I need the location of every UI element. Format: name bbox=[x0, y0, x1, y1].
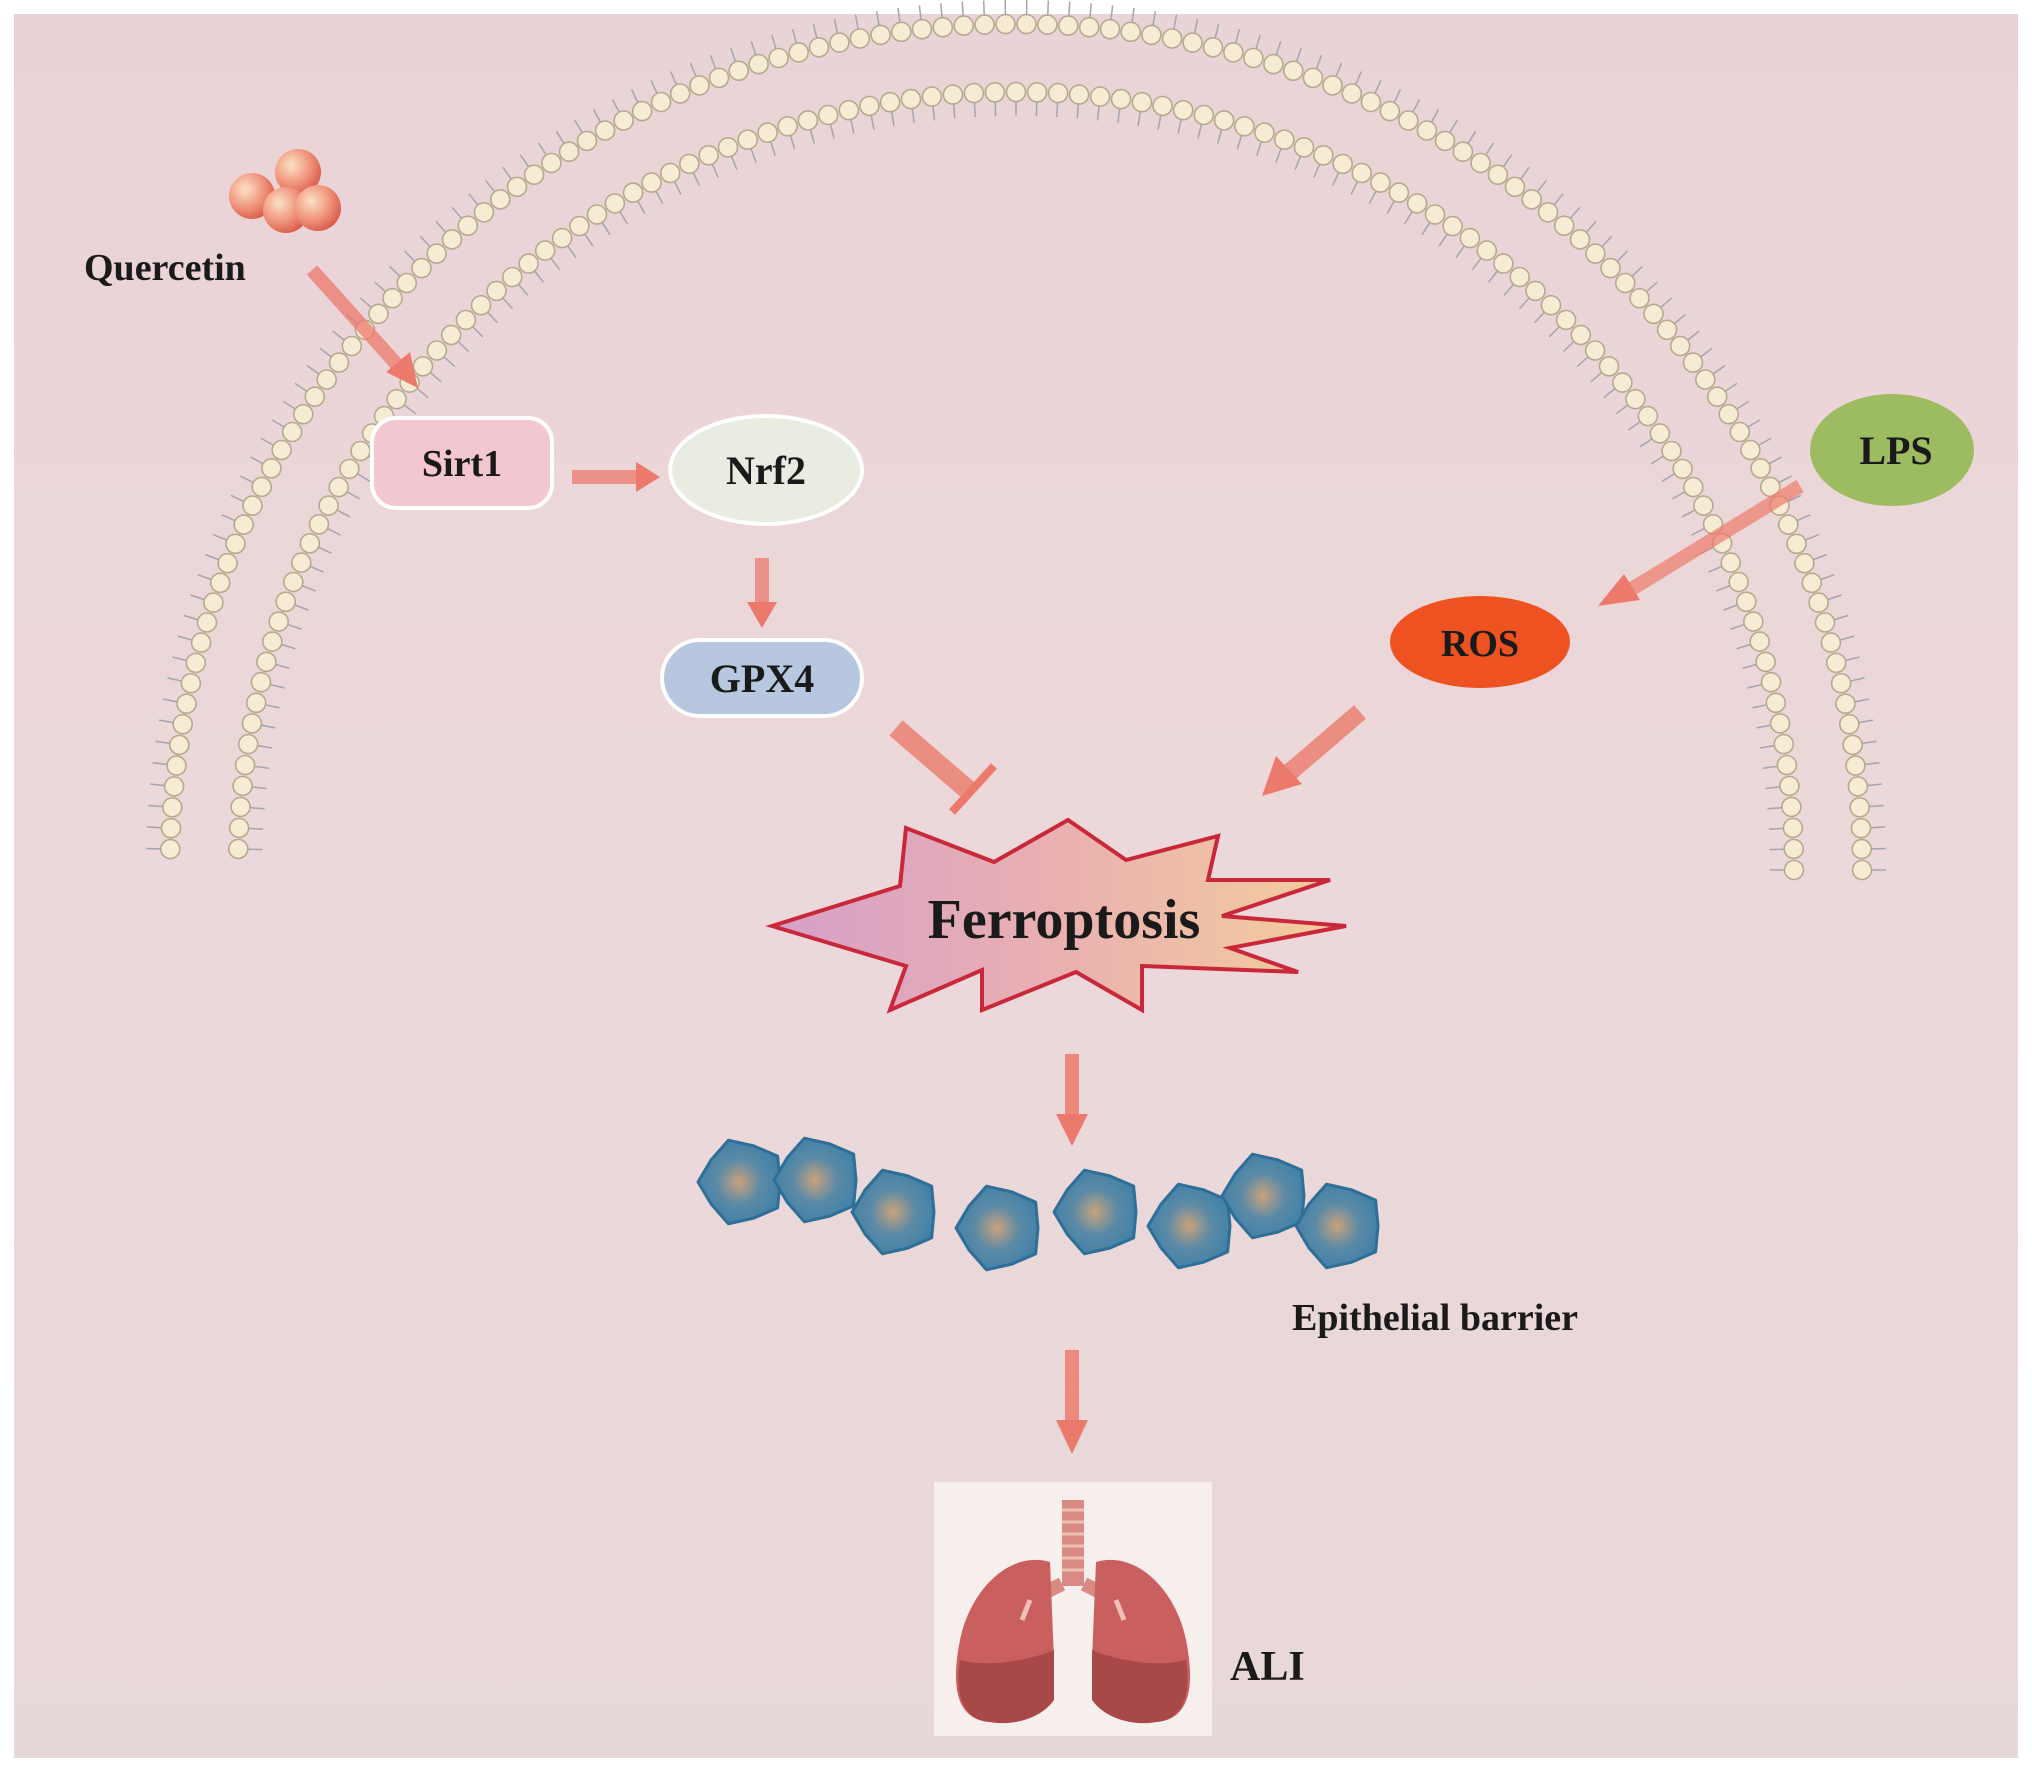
nrf2-label: Nrf2 bbox=[726, 448, 806, 493]
gpx4-node: GPX4 bbox=[660, 638, 864, 718]
arrow-sirt1-to-nrf2 bbox=[572, 462, 660, 492]
epithelial-barrier-cells bbox=[696, 1136, 1380, 1272]
inhibition-gpx4-to-ferroptosis bbox=[889, 720, 997, 815]
quercetin-molecule-icon bbox=[229, 149, 341, 233]
gpx4-label: GPX4 bbox=[710, 656, 814, 701]
nrf2-node: Nrf2 bbox=[668, 414, 864, 526]
epithelial-cell bbox=[850, 1168, 936, 1256]
epithelial-cell bbox=[1146, 1182, 1232, 1270]
arrow-ferroptosis-to-epithelial bbox=[1056, 1054, 1088, 1146]
arrow-lps-to-ros bbox=[1598, 480, 1804, 606]
arrows-group bbox=[306, 265, 1804, 1454]
epithelial-cell bbox=[1220, 1152, 1306, 1240]
epithelial-barrier-label: Epithelial barrier bbox=[1292, 1297, 1578, 1339]
arrow-epithelial-to-ali bbox=[1056, 1350, 1088, 1454]
quercetin-label: Quercetin bbox=[84, 247, 246, 289]
epithelial-cell bbox=[1294, 1182, 1380, 1270]
arrow-quercetin-to-sirt1 bbox=[306, 265, 418, 388]
ros-node: ROS bbox=[1390, 596, 1570, 688]
ferroptosis-burst: Ferroptosis bbox=[765, 817, 1347, 1014]
cell-membrane bbox=[146, 0, 1886, 881]
sirt1-label: Sirt1 bbox=[422, 443, 502, 485]
lps-node: LPS bbox=[1810, 394, 1974, 506]
ali-label: ALI bbox=[1230, 1644, 1305, 1690]
epithelial-cell bbox=[954, 1184, 1040, 1272]
arrow-nrf2-to-gpx4 bbox=[747, 558, 777, 628]
sirt1-node: Sirt1 bbox=[370, 416, 554, 510]
epithelial-cell bbox=[696, 1138, 782, 1226]
arrow-ros-to-ferroptosis bbox=[1262, 705, 1366, 796]
ros-label: ROS bbox=[1441, 623, 1519, 665]
lps-label: LPS bbox=[1859, 428, 1932, 473]
epithelial-cell bbox=[772, 1136, 858, 1224]
epithelial-cell bbox=[1052, 1168, 1138, 1256]
ferroptosis-label: Ferroptosis bbox=[928, 889, 1201, 951]
lungs-icon bbox=[934, 1482, 1212, 1736]
